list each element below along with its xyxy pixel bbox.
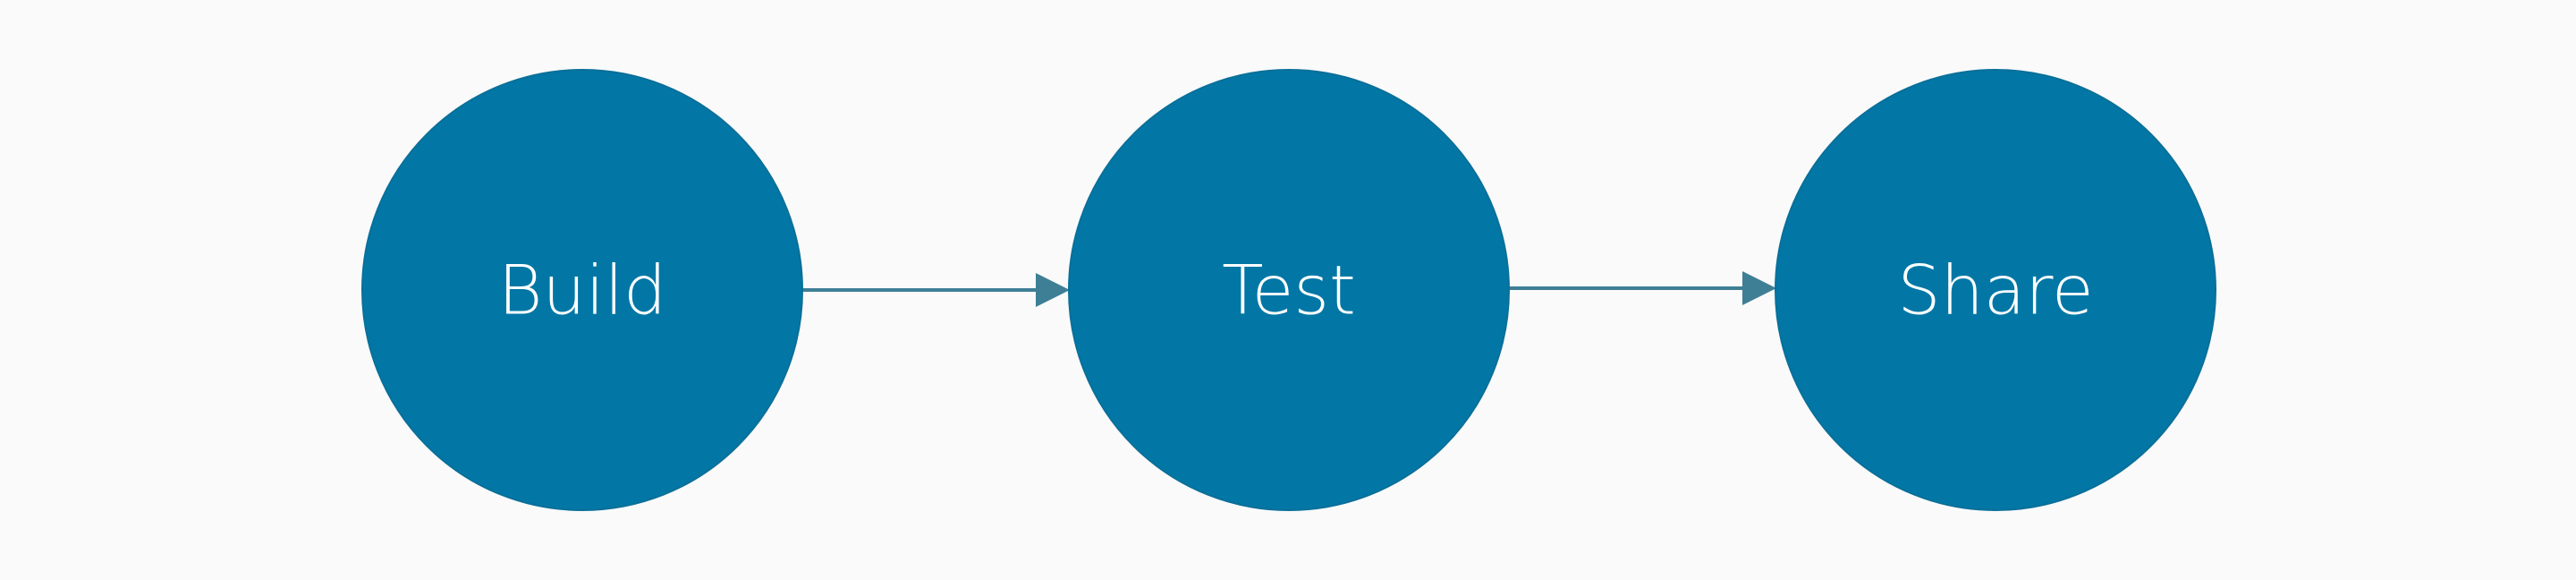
node-circle[interactable] [1775, 69, 2216, 511]
edge-build-to-test [801, 273, 1070, 307]
node-test[interactable]: Test [1068, 69, 1510, 511]
node-circle[interactable] [361, 69, 803, 511]
node-circle[interactable] [1068, 69, 1510, 511]
node-build[interactable]: Build [361, 69, 803, 511]
edge-test-to-share [1508, 271, 1776, 305]
node-share[interactable]: Share [1775, 69, 2216, 511]
node-label-build: Build [498, 251, 666, 330]
node-label-test: Test [1222, 251, 1356, 330]
node-label-share: Share [1897, 251, 2093, 330]
arrowhead-icon [1742, 271, 1776, 305]
arrowhead-icon [1036, 273, 1070, 307]
